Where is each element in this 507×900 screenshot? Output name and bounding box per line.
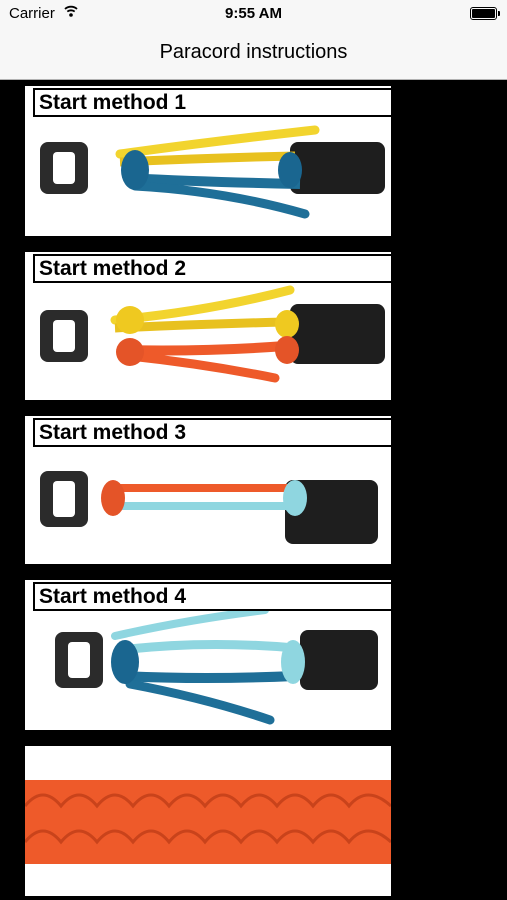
method-card-3[interactable]: Start method 3 bbox=[25, 416, 391, 564]
method-card-4[interactable]: Start method 4 bbox=[25, 580, 391, 730]
method-2-image bbox=[40, 285, 385, 383]
method-card-1[interactable]: Start method 1 bbox=[25, 86, 391, 236]
carrier-label: Carrier bbox=[9, 5, 55, 22]
bracelet-card[interactable] bbox=[25, 746, 391, 896]
method-card-2[interactable]: Start method 2 bbox=[25, 252, 391, 400]
method-4-title: Start method 4 bbox=[33, 582, 391, 611]
method-4-image bbox=[55, 606, 378, 725]
wifi-icon bbox=[64, 5, 78, 17]
status-bar: Carrier 9:55 AM bbox=[0, 0, 507, 28]
method-2-title: Start method 2 bbox=[33, 254, 391, 283]
method-3-title: Start method 3 bbox=[33, 418, 391, 447]
method-1-title: Start method 1 bbox=[33, 88, 391, 117]
method-3-image bbox=[40, 471, 378, 544]
navigation-bar: Paracord instructions bbox=[0, 28, 507, 80]
page-title: Paracord instructions bbox=[159, 41, 348, 63]
bracelet-image bbox=[25, 780, 391, 864]
battery-icon bbox=[470, 7, 500, 20]
clock: 9:55 AM bbox=[225, 5, 282, 22]
method-1-image bbox=[40, 125, 385, 219]
